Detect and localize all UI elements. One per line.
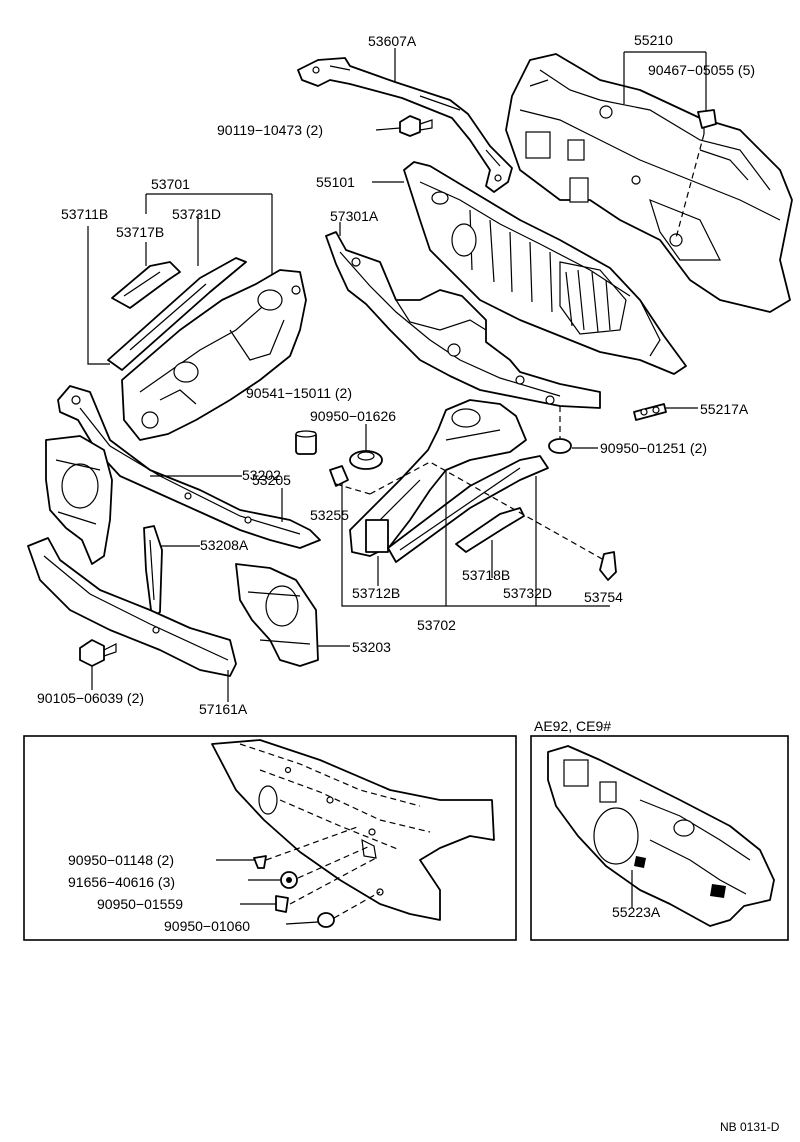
- bolt-90105-icon: [79, 639, 117, 667]
- clip-90950-01559-icon: [275, 895, 289, 913]
- dash-53754: [369, 461, 605, 561]
- label-53202: 53202: [242, 467, 281, 483]
- label-53717B: 53717B: [116, 224, 164, 240]
- spacer-90541-icon: [295, 430, 317, 455]
- clip-55217A-icon: [633, 403, 667, 421]
- label-variant: AE92, CE9#: [534, 718, 611, 734]
- label-53205: 53205: [252, 472, 291, 488]
- leader-53711B: [87, 226, 110, 365]
- part-53702-apron: [349, 399, 527, 557]
- inset-box-right: [530, 735, 789, 941]
- label-90541: 90541−15011 (2): [246, 385, 352, 401]
- part-53711B-apron: [121, 269, 307, 441]
- label-91656: 91656−40616 (3): [68, 874, 175, 890]
- leader-55210: [623, 51, 707, 112]
- part-53203-side-panel: [235, 563, 319, 667]
- label-53701: 53701: [151, 176, 190, 192]
- label-90950-01626: 90950−01626: [310, 408, 396, 424]
- part-53717B-plate: [111, 261, 181, 309]
- label-53711B: 53711B: [61, 206, 108, 222]
- grommet-90950-01626-icon: [349, 450, 383, 470]
- label-53718B: 53718B: [462, 567, 510, 583]
- label-90950-01060: 90950−01060: [164, 918, 250, 934]
- label-55217A: 55217A: [700, 401, 749, 417]
- inset-floor-panel: [211, 739, 495, 921]
- diagram-code: NB 0131-D: [720, 1120, 780, 1134]
- label-90950-01559: 90950−01559: [97, 896, 183, 912]
- label-90105: 90105−06039 (2): [37, 690, 144, 706]
- part-55210-dash-panel: [505, 53, 793, 313]
- label-55101: 55101: [316, 174, 355, 190]
- part-57161A-lower-crossmember: [27, 537, 237, 677]
- label-53732D: 53732D: [503, 585, 552, 601]
- label-57161A: 57161A: [199, 701, 248, 717]
- inset-box-left: [23, 735, 517, 941]
- label-53607A: 53607A: [368, 33, 417, 49]
- leader-53702: [341, 470, 610, 607]
- leader-90119: [375, 127, 401, 131]
- label-53702: 53702: [417, 617, 456, 633]
- dash-90467: [675, 133, 705, 239]
- clip-53754-icon: [599, 551, 617, 581]
- part-53208A-brace: [143, 525, 163, 619]
- part-53607A-bracket: [297, 57, 513, 193]
- inset-leaders: [216, 859, 319, 925]
- part-55101-cowl-panel: [403, 161, 687, 375]
- label-53754: 53754: [584, 589, 623, 605]
- part-53732D-rail: [387, 455, 549, 563]
- nut-91656-icon: [280, 871, 298, 889]
- dash-53255: [335, 483, 371, 495]
- label-53712B: 53712B: [352, 585, 400, 601]
- label-55210: 55210: [634, 32, 673, 48]
- leader-53701: [145, 193, 273, 276]
- label-90950-01148: 90950−01148 (2): [68, 852, 174, 868]
- part-53731D-rail: [107, 257, 247, 371]
- clip-53255-icon: [329, 465, 349, 487]
- bolt-90950-01148-icon: [253, 855, 267, 869]
- part-55223A-insulator: [547, 745, 775, 927]
- label-53255: 53255: [310, 507, 349, 523]
- label-53731D: 53731D: [172, 206, 221, 222]
- part-53718B-plate: [455, 507, 525, 553]
- label-57301A: 57301A: [330, 208, 379, 224]
- part-57301A-crossmember: [325, 231, 601, 409]
- grommet-90950-01251-icon: [548, 438, 572, 454]
- label-53203: 53203: [352, 639, 391, 655]
- label-90119: 90119−10473 (2): [217, 122, 323, 138]
- label-90467: 90467−05055 (5): [648, 62, 755, 78]
- label-53208A: 53208A: [200, 537, 249, 553]
- clip-90467-icon: [697, 109, 717, 134]
- plug-90950-01060-icon: [317, 912, 335, 928]
- part-53202-side-panel: [45, 435, 113, 565]
- label-90950-01251: 90950−01251 (2): [600, 440, 707, 456]
- label-55223A: 55223A: [612, 904, 661, 920]
- bolt-90119-icon: [399, 115, 433, 137]
